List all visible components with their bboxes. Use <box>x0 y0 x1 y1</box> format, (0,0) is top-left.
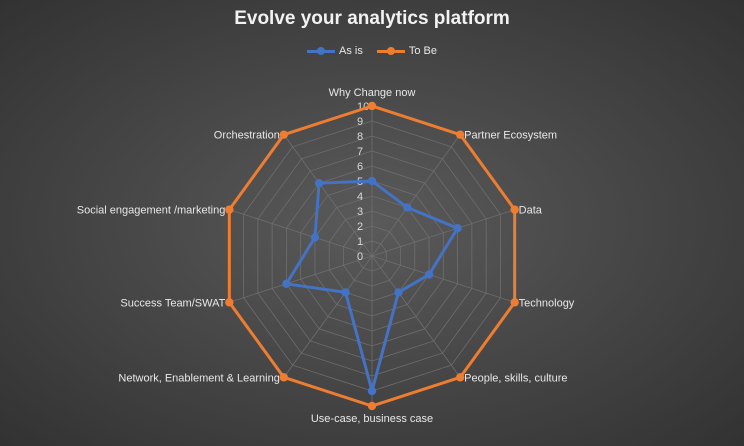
data-point-to-be-10 <box>279 130 289 139</box>
category-label-data: Data <box>519 205 543 217</box>
grid-spoke-4 <box>371 255 515 303</box>
data-point-to-be-8 <box>225 298 234 307</box>
data-point-as-is-2 <box>403 203 412 212</box>
grid-spoke-9 <box>229 209 373 257</box>
legend-swatch-to-be <box>376 46 405 56</box>
data-point-to-be-5 <box>455 373 465 382</box>
data-point-as-is-5 <box>394 288 403 297</box>
tick-label-3: 3 <box>357 206 363 218</box>
data-point-as-is-7 <box>341 288 350 297</box>
data-point-as-is-4 <box>424 270 434 279</box>
category-label-social-engagement-marketing: Social engagement /marketing <box>77 205 226 217</box>
legend-item-to-be[interactable]: To Be <box>376 45 437 57</box>
tick-label-1: 1 <box>357 236 363 248</box>
data-point-to-be-7 <box>279 373 289 382</box>
category-label-network-enablement-learning: Network, Enablement & Learning <box>118 372 279 384</box>
data-point-as-is-3 <box>453 223 462 233</box>
data-point-to-be-3 <box>510 205 519 214</box>
category-label-partner-ecosystem: Partner Ecosystem <box>464 130 557 142</box>
grid-spoke-3 <box>371 209 515 257</box>
data-point-as-is-1 <box>367 176 377 186</box>
legend-item-as-is[interactable]: As is <box>307 45 363 57</box>
data-point-to-be-9 <box>225 205 234 214</box>
category-label-success-team-swat: Success Team/SWAT <box>120 297 225 309</box>
category-label-people-skills-culture: People, skills, culture <box>464 372 567 384</box>
category-label-use-case-business-case: Use-case, business case <box>311 413 433 425</box>
data-point-as-is-9 <box>310 233 320 242</box>
tick-label-0: 0 <box>357 251 363 263</box>
grid-spoke-10 <box>283 134 373 257</box>
tick-label-6: 6 <box>357 161 363 173</box>
category-label-orchestration: Orchestration <box>214 130 280 142</box>
data-point-as-is-6 <box>367 386 377 396</box>
chart-title: Evolve your analytics platform <box>234 8 510 29</box>
tick-label-4: 4 <box>357 191 363 203</box>
data-point-to-be-2 <box>455 130 465 139</box>
data-point-as-is-8 <box>282 279 291 289</box>
category-label-why-change-now: Why Change now <box>329 87 416 99</box>
legend-swatch-as-is <box>307 46 335 56</box>
grid-spoke-8 <box>229 255 373 303</box>
tick-label-8: 8 <box>357 131 363 143</box>
legend-label-to-be: To Be <box>408 45 437 57</box>
grid-spoke-7 <box>283 255 373 378</box>
tick-label-9: 9 <box>357 116 363 128</box>
grid-spoke-5 <box>371 255 461 378</box>
data-point-to-be-4 <box>510 298 519 307</box>
legend-label-as-is: As is <box>339 45 363 57</box>
data-point-as-is-10 <box>314 178 324 188</box>
grid-spoke-2 <box>371 134 461 257</box>
data-point-to-be-1 <box>367 101 377 111</box>
category-label-technology: Technology <box>519 297 575 309</box>
tick-label-2: 2 <box>357 221 363 233</box>
data-point-to-be-6 <box>367 401 377 411</box>
tick-label-7: 7 <box>357 146 363 158</box>
legend: As is To Be <box>0 45 744 57</box>
